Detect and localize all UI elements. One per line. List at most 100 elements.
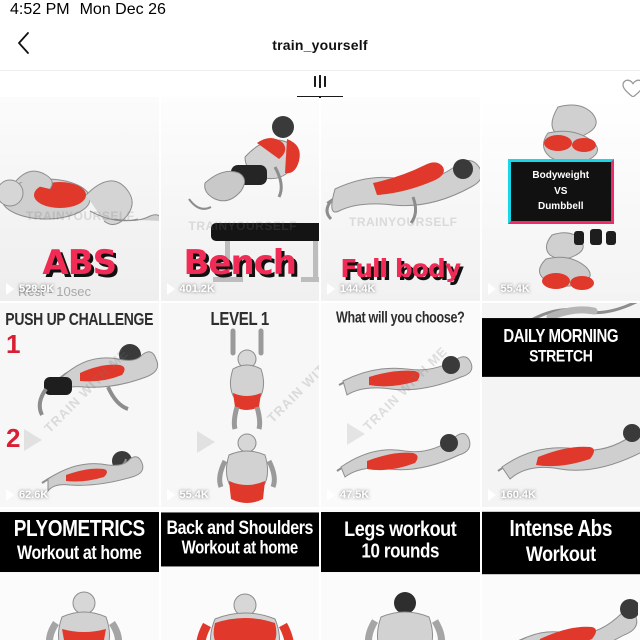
play-count-value: 62.6K xyxy=(19,489,49,501)
play-count-value: 160.4K xyxy=(500,489,536,501)
reels-grid: TRAINYOURSELF ABS Rest - 10sec 528.9K xyxy=(0,97,640,640)
tile-thumbnail: TRAINYOURSELF Full body xyxy=(321,97,480,301)
exercise-figure-stand xyxy=(209,433,285,507)
reel-tile[interactable]: TRAINYOURSELF Bench 401.2K xyxy=(160,97,320,301)
play-icon xyxy=(327,489,335,501)
status-bar: 4:52 PM Mon Dec 26 xyxy=(0,0,640,20)
tile-caption: Full body xyxy=(340,253,461,283)
exercise-figure-pushup-1 xyxy=(18,339,159,423)
page-title: train_yourself xyxy=(272,37,368,53)
reel-tile[interactable]: PUSH UP CHALLENGE 1 2 xyxy=(0,303,159,507)
play-count: 55.4K xyxy=(166,489,209,501)
exercise-figure-dumbbell xyxy=(516,225,628,301)
tile-caption-band: Intense Abs Workout xyxy=(481,511,640,575)
chevron-left-icon xyxy=(17,31,30,59)
play-icon xyxy=(6,283,14,295)
tile-caption-band: PLYOMETRICS Workout at home xyxy=(0,512,159,572)
exercise-figure-back-shoulders xyxy=(191,593,299,640)
play-icon xyxy=(166,283,175,295)
step-number: 2 xyxy=(6,423,21,453)
tile-caption: What will you choose? xyxy=(336,308,465,327)
vs-card: Bodyweight VS Dumbbell xyxy=(507,159,614,224)
play-count-value: 55.4K xyxy=(500,283,530,295)
status-time: 4:52 PM xyxy=(10,1,70,18)
play-icon xyxy=(6,489,14,501)
tile-thumbnail: TRAINYOURSELF Bench xyxy=(160,97,320,301)
band-line-1: Intense Abs xyxy=(509,516,613,542)
play-count: 55.4K xyxy=(487,283,530,295)
reel-tile[interactable]: What will you choose? TRAIN WITH ME xyxy=(321,303,480,507)
tile-caption: LEVEL 1 xyxy=(210,308,270,330)
band-line-2: 10 rounds xyxy=(361,540,440,563)
play-count: 62.6K xyxy=(6,489,48,501)
vs-line-3: Dumbbell xyxy=(537,201,584,212)
tile-thumbnail: PUSH UP CHALLENGE 1 2 xyxy=(0,303,159,507)
tile-caption-band: Back and Shoulders Workout at home xyxy=(160,512,319,567)
tile-caption: PUSH UP CHALLENGE xyxy=(5,308,154,329)
reel-tile[interactable]: TRAINYOURSELF Full body 144.4K xyxy=(321,97,480,301)
band-line-2: Workout at home xyxy=(17,542,142,564)
tab-active-indicator xyxy=(297,96,343,98)
heart-outline-icon[interactable] xyxy=(622,79,640,99)
tile-extra-text: Rest - 10sec xyxy=(18,284,91,299)
exercise-figure-row xyxy=(183,109,320,259)
exercise-figure-stretch-top xyxy=(522,303,640,337)
reel-tile[interactable]: Back and Shoulders Workout at home xyxy=(160,509,319,640)
exercise-figure-jump xyxy=(209,327,285,431)
tab-reels[interactable] xyxy=(284,71,356,98)
back-button[interactable] xyxy=(8,30,38,60)
exercise-figure-legs xyxy=(355,591,455,640)
play-count: 401.2K xyxy=(166,283,215,295)
bench-prop xyxy=(209,219,319,295)
band-line-1: Legs workout xyxy=(344,516,457,541)
tile-thumbnail: Back and Shoulders Workout at home xyxy=(160,509,319,640)
play-icon xyxy=(327,283,335,295)
reel-tile[interactable]: DAILY MORNING STRETCH 160.4K xyxy=(481,303,640,507)
tile-caption: ABS xyxy=(42,243,117,284)
band-line-2: STRETCH xyxy=(529,345,593,366)
play-icon xyxy=(487,283,496,295)
exercise-figure-pushup-2 xyxy=(22,449,159,507)
band-line-2: Workout at home xyxy=(181,537,299,559)
play-count-value: 528.9K xyxy=(19,283,55,295)
play-count: 144.4K xyxy=(327,283,375,295)
play-count: 47.5K xyxy=(327,489,369,501)
nav-bar: train_yourself xyxy=(0,20,640,70)
tab-bar xyxy=(0,70,640,99)
exercise-figure-abs xyxy=(0,137,159,257)
tile-thumbnail: Bodyweight VS Dumbbell xyxy=(481,97,640,301)
play-count: 160.4K xyxy=(487,489,536,501)
tile-caption: Bench xyxy=(183,243,297,284)
exercise-figure-plank xyxy=(321,145,480,255)
tile-caption-band: Legs workout 10 rounds xyxy=(321,512,480,572)
reels-grid-icon xyxy=(313,75,327,88)
reel-tile[interactable]: TRAINYOURSELF ABS Rest - 10sec 528.9K xyxy=(0,97,159,301)
play-count: 528.9K xyxy=(6,283,54,295)
reel-tile[interactable]: Intense Abs Workout xyxy=(481,509,640,640)
tile-thumbnail: Legs workout 10 rounds xyxy=(321,509,480,640)
play-count-value: 55.4K xyxy=(179,489,209,501)
reel-tile[interactable]: Legs workout 10 rounds xyxy=(321,509,480,640)
tile-thumbnail: LEVEL 1 T xyxy=(160,303,319,507)
play-count-value: 144.4K xyxy=(340,283,376,295)
vs-line-2: VS xyxy=(554,185,568,197)
tile-thumbnail: PLYOMETRICS Workout at home xyxy=(0,509,159,640)
band-line-1: DAILY MORNING xyxy=(503,326,619,347)
band-line-1: Back and Shoulders xyxy=(166,518,314,539)
band-line-2: Workout xyxy=(525,541,596,566)
play-count-value: 401.2K xyxy=(179,283,215,295)
tile-thumbnail: TRAINYOURSELF ABS Rest - 10sec xyxy=(0,97,159,301)
band-line-1: PLYOMETRICS xyxy=(13,516,145,543)
exercise-figure-plank-b xyxy=(327,431,477,501)
exercise-figure-plank-a xyxy=(327,351,477,421)
tile-caption-band: DAILY MORNING STRETCH xyxy=(481,318,640,378)
step-number: 1 xyxy=(6,329,21,359)
play-count-value: 47.5K xyxy=(340,489,370,501)
tile-thumbnail: What will you choose? TRAIN WITH ME xyxy=(321,303,480,507)
reel-tile[interactable]: Bodyweight VS Dumbbell 55.4K xyxy=(481,97,640,301)
tile-thumbnail: DAILY MORNING STRETCH xyxy=(481,303,640,507)
play-icon xyxy=(487,489,496,501)
reel-tile[interactable]: PLYOMETRICS Workout at home xyxy=(0,509,159,640)
status-date: Mon Dec 26 xyxy=(79,1,166,18)
reel-tile[interactable]: LEVEL 1 T xyxy=(160,303,319,507)
